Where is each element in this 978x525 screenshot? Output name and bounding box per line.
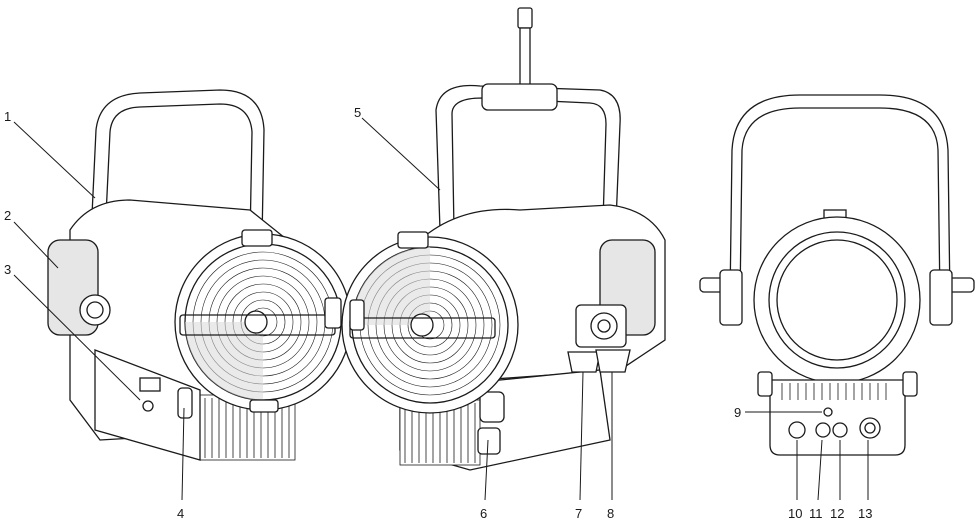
leader-6 [484,439,489,501]
callout-labels: 1 2 3 4 5 6 7 8 9 10 11 12 13 [4,105,872,521]
lens-shade-right [352,247,430,325]
fixture-right-view [341,7,666,471]
leader-11 [817,439,823,501]
fuse-9 [823,407,833,417]
spigot [517,7,533,29]
callout-10: 10 [788,506,802,521]
callout-2: 2 [4,208,11,223]
yoke-pivot-bolt-inner [597,319,611,333]
leader-2 [13,221,59,269]
fixture-rear-view [699,94,975,456]
yoke-pivot-inner-left [86,301,104,319]
knob-left [142,400,154,412]
top-latch-left [241,229,273,247]
power-connector [477,427,501,455]
callout-leaders [13,117,869,501]
yoke-clamp [481,83,558,111]
lens-center-left [244,310,268,334]
callout-4: 4 [177,506,184,521]
top-latch-right [397,231,429,249]
callout-6: 6 [480,506,487,521]
display-left [139,377,161,392]
tilt-knob-7 [567,351,601,373]
fixture-left-view [47,89,352,461]
leader-4 [181,407,185,501]
callout-7: 7 [575,506,582,521]
rear-fins [781,383,887,400]
lens-center-right [410,313,434,337]
callout-3: 3 [4,262,11,277]
connector-12 [832,422,848,438]
leader-3 [13,274,141,401]
callout-11: 11 [809,506,823,521]
yoke-foot-left-rear [719,269,743,326]
connector-11 [815,422,831,438]
connector-10 [788,421,806,439]
connector-13-inner [864,422,876,434]
callout-5: 5 [354,105,361,120]
callout-9: 9 [734,405,741,420]
rear-knob-right [902,371,918,397]
power-socket [479,391,505,423]
lens-inner-rear [776,239,898,361]
callout-8: 8 [607,506,614,521]
rear-knob-left [757,371,773,397]
callout-12: 12 [830,506,844,521]
callout-1: 1 [4,109,11,124]
leader-7 [579,371,584,501]
lens-shade-left [185,322,263,400]
leader-1 [13,121,96,199]
side-latch-right [349,299,365,331]
leader-5 [361,117,441,191]
yoke-foot-right-rear [929,269,953,326]
dimmer-wheel-left [177,387,193,419]
side-latch-left [324,297,342,329]
tilt-knob-8 [595,349,631,373]
callout-13: 13 [858,506,872,521]
bottom-latch-left [249,399,279,413]
spigot-shaft [519,27,531,89]
